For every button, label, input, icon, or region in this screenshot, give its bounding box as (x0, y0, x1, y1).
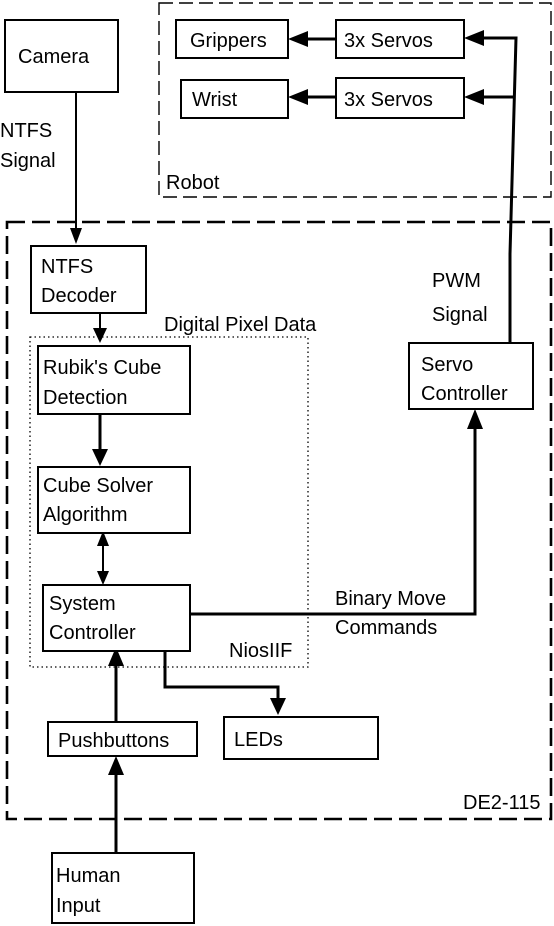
solver-controller-arrowhead-down (97, 571, 109, 585)
pwm-signal-label-line2: Signal (432, 304, 488, 326)
grippers-label: Grippers (190, 30, 267, 52)
ntfs-decoder-label-line2: Decoder (41, 285, 117, 307)
de2-board-group-border (5, 220, 553, 821)
leds-label: LEDs (234, 729, 283, 751)
decoder-to-detection-arrowhead (93, 328, 107, 343)
cube-solver-node: Cube Solver Algorithm (37, 466, 191, 534)
robot-group-label: Robot (166, 172, 220, 194)
digital-pixel-data-label: Digital Pixel Data (164, 314, 317, 336)
leds-node: LEDs (223, 716, 379, 760)
servo-trunk-to-bottom-servos-arrowhead (464, 89, 484, 105)
ntfs-signal-label-line1: NTFS (0, 120, 52, 142)
servos-bottom-label: 3x Servos (344, 89, 433, 111)
ntfs-decoder-label-line1: NTFS (41, 256, 93, 278)
rubiks-cube-detection-node: Rubik's Cube Detection (37, 345, 191, 415)
camera-to-decoder-arrowhead (70, 228, 82, 244)
robot-group-border (158, 2, 552, 198)
servo-controller-label-line2: Controller (421, 383, 508, 405)
ntfs-signal-label-line2: Signal (0, 150, 56, 172)
nios-processor-group-border (29, 336, 309, 668)
servos-to-wrist-arrowhead (288, 89, 308, 105)
rubiks-cube-detection-label-line1: Rubik's Cube (43, 357, 161, 379)
controller-to-leds-arrowhead (270, 698, 286, 715)
camera-node: Camera (4, 19, 119, 93)
system-controller-label-line1: System (49, 593, 116, 615)
human-input-label-line2: Input (56, 895, 101, 917)
pushbuttons-label: Pushbuttons (58, 730, 169, 752)
wrist-node: Wrist (180, 79, 289, 119)
ntfs-decoder-node: NTFS Decoder (30, 245, 147, 314)
wrist-label: Wrist (192, 89, 238, 111)
cube-solver-label-line1: Cube Solver (43, 475, 153, 497)
binary-move-commands-label-line1: Binary Move (335, 588, 446, 610)
pwm-signal-label-line1: PWM (432, 270, 481, 292)
controller-to-servo-controller-line (190, 427, 477, 616)
servos-top-node: 3x Servos (335, 19, 465, 59)
human-input-label-line1: Human (56, 865, 120, 887)
servo-controller-label-line1: Servo (421, 354, 473, 376)
system-controller-label-line2: Controller (49, 622, 136, 644)
system-controller-node: System Controller (42, 584, 191, 652)
grippers-node: Grippers (175, 19, 289, 59)
servos-bottom-node: 3x Servos (335, 77, 465, 119)
pushbuttons-to-controller-arrowhead (108, 647, 124, 666)
de2-board-group-label: DE2-115 (463, 792, 540, 814)
nios-processor-group-label: NiosIIF (229, 640, 292, 662)
servo-controller-to-servos-line (482, 36, 518, 343)
solver-controller-arrowhead-up (97, 531, 109, 546)
servos-to-grippers-arrowhead (288, 31, 308, 47)
servo-controller-node: Servo Controller (408, 342, 534, 410)
controller-to-servo-controller-arrowhead (467, 409, 483, 429)
binary-move-commands-label-line2: Commands (335, 617, 437, 639)
cube-solver-label-line2: Algorithm (43, 504, 127, 526)
servo-controller-to-servos-arrowhead (464, 30, 484, 46)
pushbuttons-node: Pushbuttons (47, 721, 198, 757)
detection-to-solver-arrowhead (92, 449, 108, 466)
controller-to-leds-line (163, 651, 280, 700)
rubiks-cube-detection-label-line2: Detection (43, 387, 128, 409)
human-input-node: Human Input (51, 852, 195, 924)
human-input-to-pushbuttons-arrowhead (108, 756, 124, 775)
servos-top-label: 3x Servos (344, 30, 433, 52)
camera-node-label: Camera (18, 46, 90, 68)
